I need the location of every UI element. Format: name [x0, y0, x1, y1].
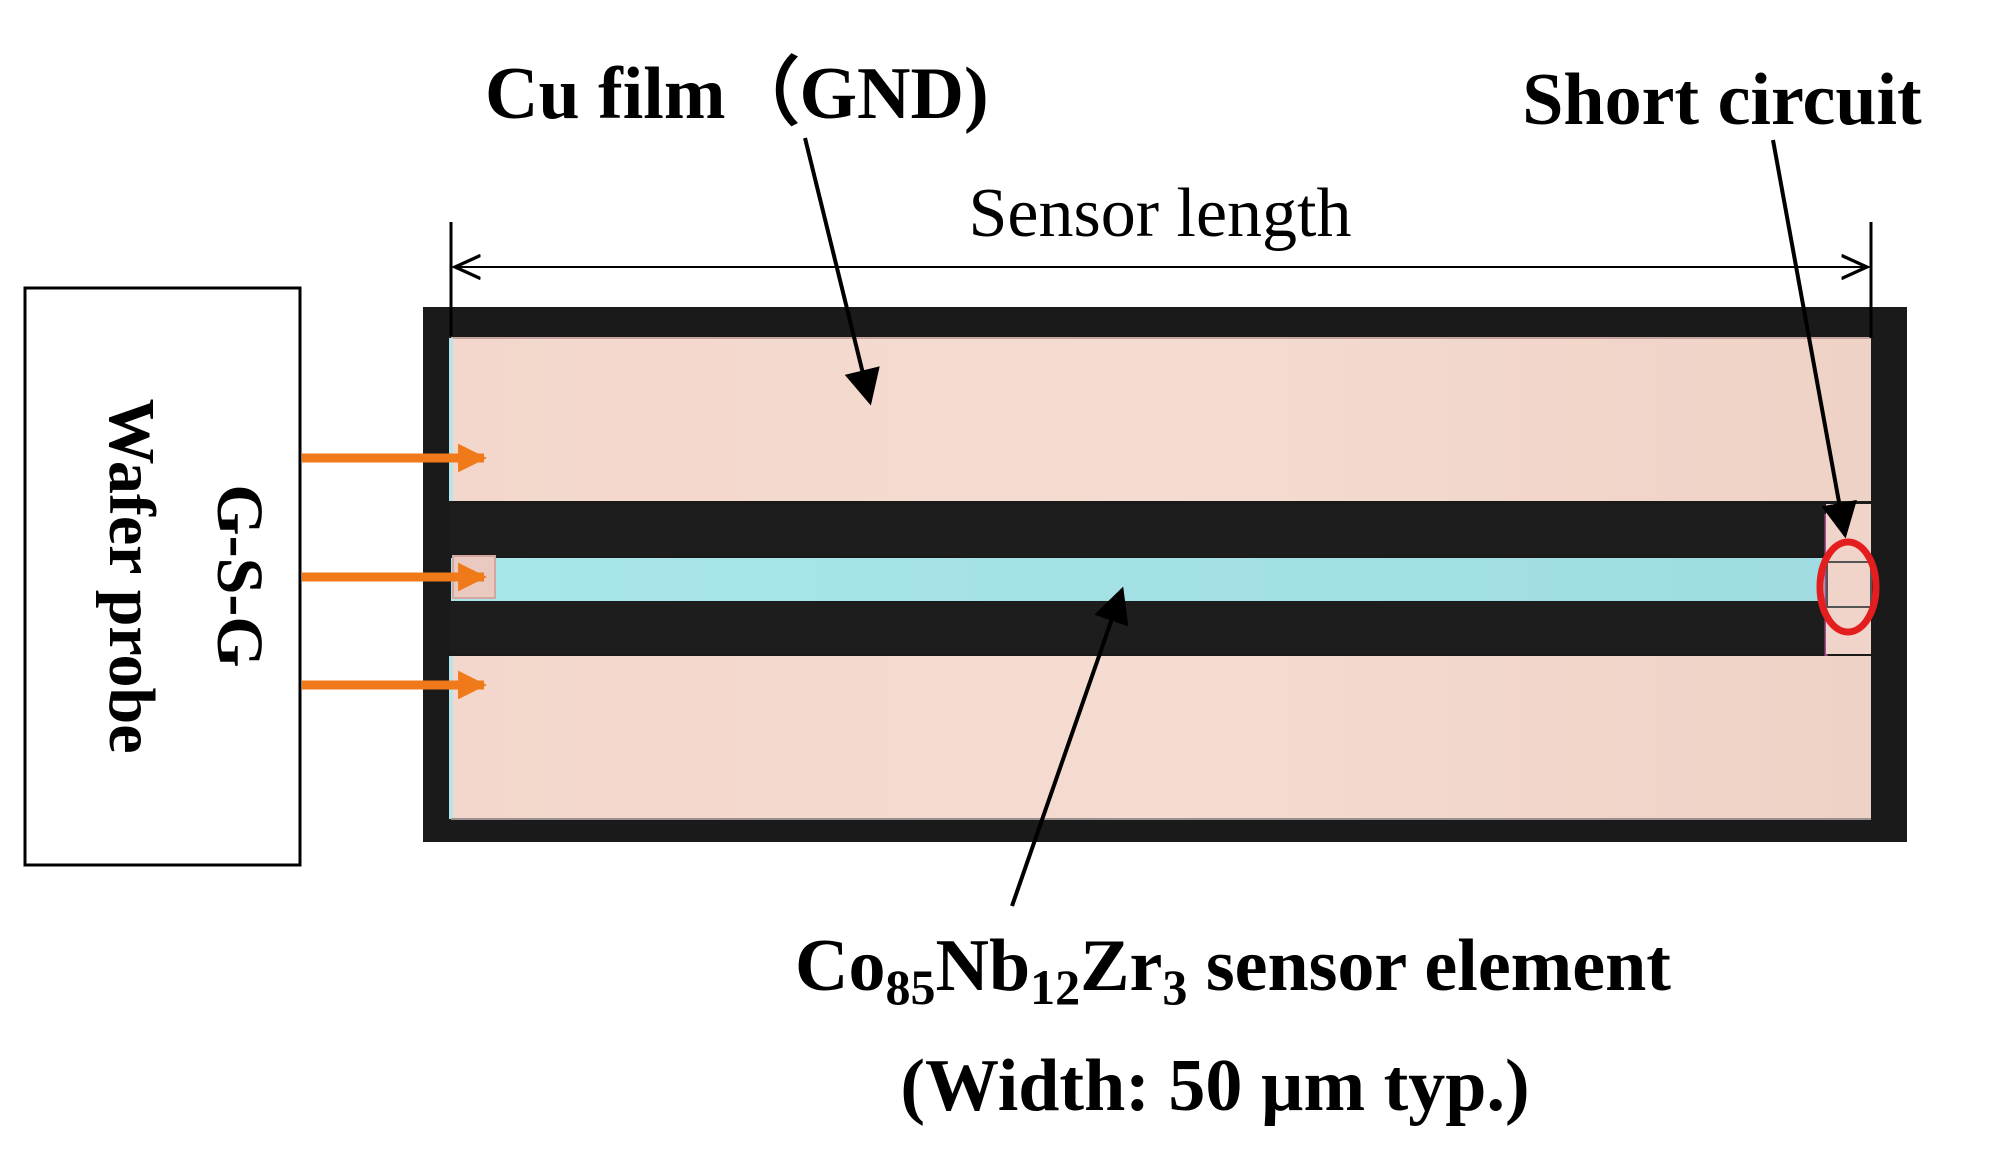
probe-label-wafer-probe: Wafer probe: [95, 398, 168, 753]
probe-label-gsg: G-S-G: [203, 484, 276, 667]
gap-upper: [451, 504, 1826, 556]
cu-film-top: [451, 338, 1871, 501]
short-circuit-label: Short circuit: [1522, 59, 1922, 141]
element-rest: sensor element: [1187, 925, 1671, 1007]
sensor-element-pointer-arrow: [1010, 586, 1129, 907]
short-circuit-marker: [1816, 538, 1880, 636]
element-nb-subscript: 12: [1030, 959, 1080, 1015]
sensor-width-note: (Width: 50 µm typ.): [900, 1045, 1529, 1127]
element-zr: Zr: [1080, 925, 1162, 1007]
element-nb: Nb: [936, 925, 1031, 1007]
element-co: Co: [795, 925, 885, 1007]
sensor-length-label: Sensor length: [968, 175, 1351, 252]
sensor-element-label: Co85Nb12Zr3 sensor element: [795, 925, 1671, 1015]
cu-film-pointer-arrow: [803, 137, 880, 406]
sensor-element-strip: [451, 558, 1871, 601]
cu-film-label: Cu film（GND): [485, 53, 989, 135]
cu-film-bottom: [451, 656, 1871, 819]
short-contact: [1826, 561, 1872, 608]
element-zr-subscript: 3: [1162, 959, 1187, 1015]
gap-lower: [451, 602, 1826, 654]
wafer-probe-box: [23, 286, 302, 867]
element-co-subscript: 85: [886, 959, 936, 1015]
short-circuit-pointer-arrow: [1771, 139, 1857, 539]
